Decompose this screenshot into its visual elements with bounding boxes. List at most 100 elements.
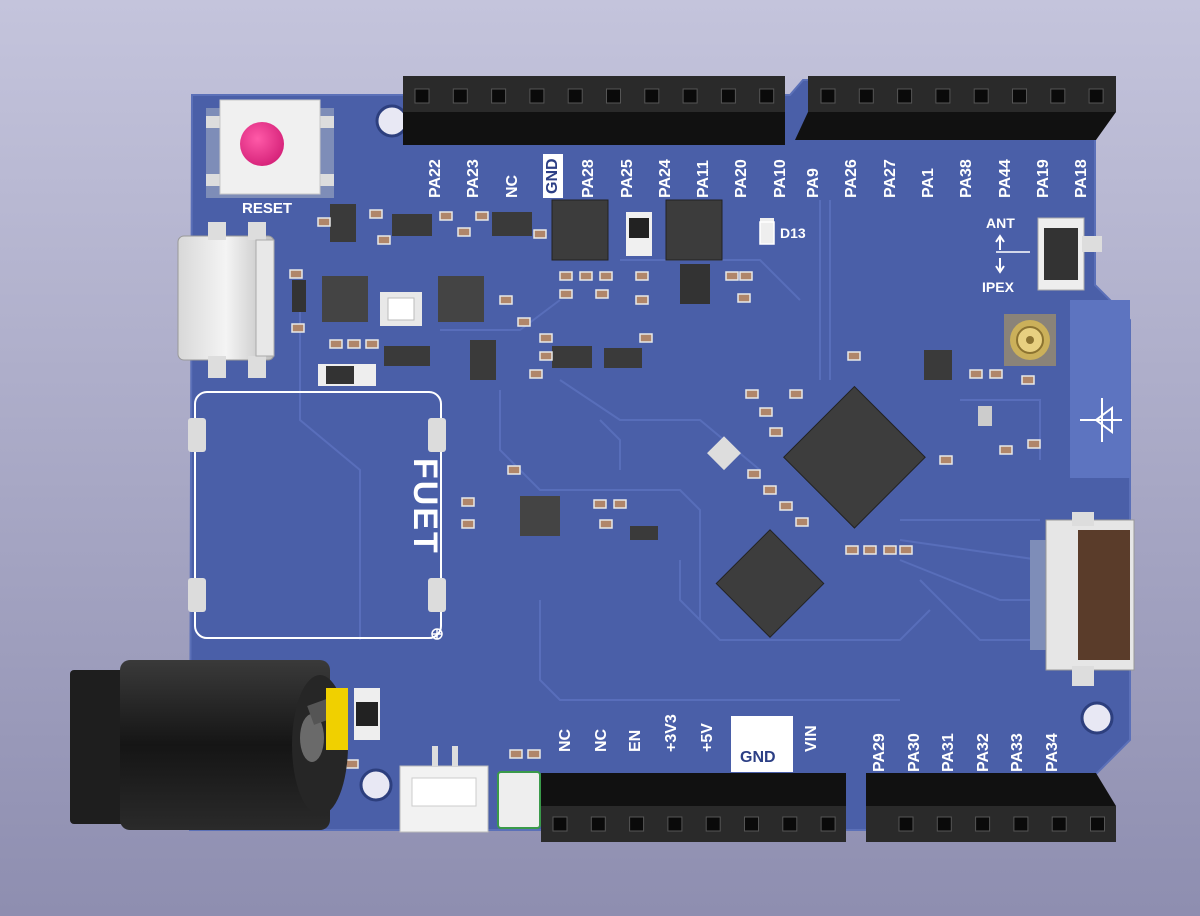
- header-pin: [705, 816, 721, 832]
- passive-component: [457, 227, 471, 237]
- antenna-area: [1070, 300, 1130, 478]
- ipex-connector: [1004, 314, 1056, 366]
- header-pin: [1012, 88, 1027, 104]
- passive-component: [509, 749, 523, 759]
- pin-label-pa20: PA20: [733, 159, 751, 198]
- header-bottom-left: [541, 773, 846, 842]
- pin-label-pa25: PA25: [618, 159, 636, 198]
- pin-label-5v: +5V: [699, 723, 716, 752]
- reset-button[interactable]: [240, 122, 284, 166]
- memory-chip: [715, 529, 825, 638]
- passive-component: [539, 351, 553, 361]
- passive-component: [1027, 439, 1041, 449]
- pin-label-pa24: PA24: [656, 159, 674, 198]
- passive-component: [527, 749, 541, 759]
- header-pin: [1050, 88, 1066, 104]
- header-pin: [720, 88, 736, 104]
- passive-component: [969, 369, 983, 379]
- pin-label-pa9: PA9: [805, 168, 822, 198]
- usb-c-connector: [177, 222, 275, 378]
- pin-label-gnd: GND: [740, 749, 776, 766]
- passive-component: [845, 545, 859, 555]
- passive-component: [499, 295, 513, 305]
- passive-component: [345, 759, 359, 769]
- header-pin: [744, 816, 759, 832]
- fpc-connector: [1030, 512, 1135, 686]
- pin-label-nc: NC: [593, 728, 610, 752]
- header-pin: [552, 816, 568, 832]
- passive-component: [539, 333, 553, 343]
- pin-label-pa30: PA30: [905, 733, 923, 772]
- battery-outline: [194, 391, 442, 639]
- pin-label-en: EN: [627, 729, 644, 752]
- passive-component: [863, 545, 877, 555]
- passive-component: [599, 271, 613, 281]
- pin-label-3v3: +3V3: [663, 714, 680, 752]
- passive-component: [795, 517, 809, 527]
- smd-components: [292, 199, 992, 740]
- passive-component: [779, 501, 793, 511]
- header-pin: [935, 88, 951, 104]
- jst-connector: [399, 746, 489, 833]
- passive-component: [347, 339, 361, 349]
- passive-component: [439, 211, 453, 221]
- passive-component: [725, 271, 739, 281]
- header-pin: [782, 816, 798, 832]
- passive-component: [369, 209, 383, 219]
- pin-label-nc: NC: [557, 728, 574, 752]
- header-pin: [667, 816, 683, 832]
- passive-component: [639, 333, 653, 343]
- passive-component: [635, 295, 649, 305]
- passive-component: [847, 351, 861, 361]
- passive-component: [899, 545, 913, 555]
- antenna-switch: [1037, 217, 1102, 291]
- pin-label-pa26: PA26: [843, 159, 861, 198]
- header-pin: [529, 88, 545, 104]
- passive-component: [329, 339, 343, 349]
- header-pin: [975, 816, 991, 832]
- passive-component: [745, 389, 759, 399]
- pin-label-pa34: PA34: [1044, 733, 1061, 772]
- passive-component: [769, 427, 783, 437]
- fuet-logo: FUET: [406, 458, 444, 555]
- passive-component: [579, 271, 593, 281]
- header-pin: [820, 816, 836, 832]
- header-pin: [820, 88, 836, 104]
- pin-label-pa32: PA32: [974, 733, 992, 772]
- header-pin: [1051, 816, 1067, 832]
- pin-label-pa31: PA31: [940, 733, 958, 772]
- passive-component: [999, 445, 1013, 455]
- pin-label-pa10: PA10: [771, 159, 789, 198]
- pin-label-pa28: PA28: [580, 159, 598, 198]
- passive-component: [763, 485, 777, 495]
- passive-component: [517, 317, 531, 327]
- passive-component: [559, 289, 573, 299]
- passive-component: [737, 293, 751, 303]
- header-pin: [567, 88, 583, 104]
- header-bottom-right: [866, 773, 1116, 842]
- pin-label-pa38: PA38: [958, 159, 976, 198]
- passive-component: [507, 465, 521, 475]
- header-pin: [491, 88, 507, 104]
- header-top-left: [403, 76, 785, 145]
- mic-sensor: [497, 771, 541, 829]
- header-pin: [644, 88, 660, 104]
- passive-component: [529, 369, 543, 379]
- antenna-label: ANT: [986, 215, 1015, 231]
- passive-component: [739, 271, 753, 281]
- pin-label-gnd: GND: [542, 154, 563, 198]
- pin-label-pa23: PA23: [465, 159, 483, 198]
- mcu-chip: [783, 385, 926, 529]
- passive-component: [747, 469, 761, 479]
- pin-label-pa11: PA11: [695, 160, 713, 198]
- header-top-right: [795, 76, 1116, 140]
- pin-label-pa1: PA1: [919, 168, 937, 198]
- pin-label-pa33: PA33: [1009, 733, 1027, 772]
- passive-component: [599, 519, 613, 529]
- pin-label-pa18: PA18: [1073, 159, 1091, 198]
- header-pin: [936, 816, 952, 832]
- passive-component: [291, 323, 305, 333]
- header-pin: [1013, 816, 1029, 832]
- passive-component: [789, 389, 803, 399]
- header-pin: [759, 88, 775, 104]
